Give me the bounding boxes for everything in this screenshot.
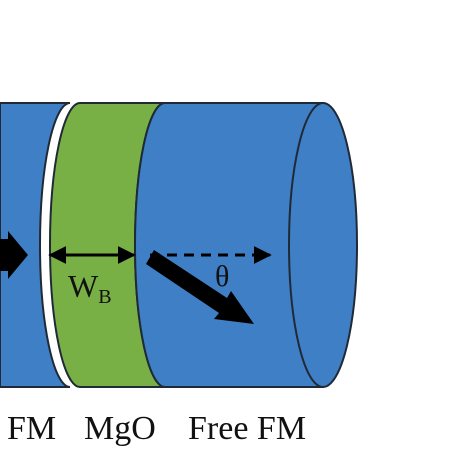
- barrier-width-label: WB: [68, 268, 112, 308]
- free-fm-end-cap: [288, 102, 358, 388]
- tilted-arrow-icon: [146, 250, 254, 324]
- free-fm-label: Free FM: [188, 410, 306, 447]
- angle-label: θ: [215, 260, 229, 293]
- fixed-fm-label: FM: [7, 410, 56, 447]
- mgo-label: MgO: [84, 410, 156, 447]
- right-arrow-icon: [0, 231, 28, 279]
- fixed-fm-layer: [0, 102, 71, 388]
